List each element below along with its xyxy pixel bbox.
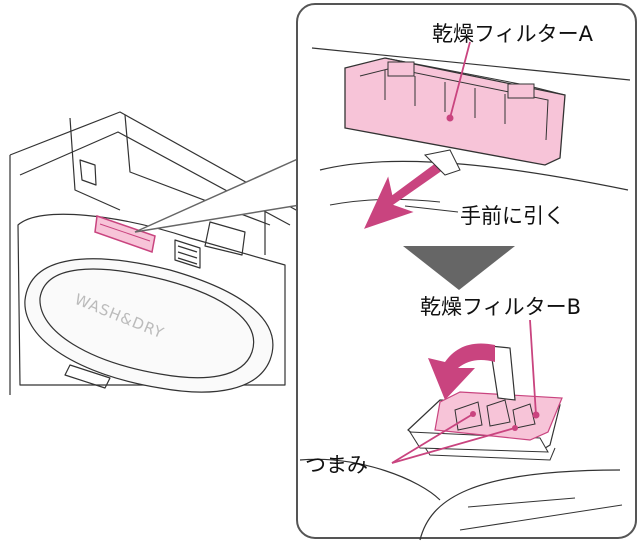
knob-label: つまみ <box>305 453 368 477</box>
knob-leader-1 <box>391 413 474 464</box>
pull-arrow-icon <box>364 161 446 229</box>
zoom-callout-icon <box>134 156 301 233</box>
filter-a-leader <box>449 41 471 119</box>
knob-leader-2 <box>391 427 516 464</box>
pull-label: 手前に引く <box>460 204 565 228</box>
filter-a-detail <box>311 47 631 206</box>
down-triangle-icon <box>403 246 515 290</box>
washer-overview <box>9 111 306 396</box>
filter-b-label: 乾燥フィルターB <box>420 295 581 319</box>
filter-b-detail <box>299 345 623 541</box>
filter-b-leader <box>529 319 537 416</box>
pull-leader <box>404 205 459 213</box>
filter-a-label: 乾燥フィルターA <box>432 22 594 46</box>
pull-arrow-b-icon <box>428 343 495 400</box>
filter-a-small <box>94 214 156 253</box>
